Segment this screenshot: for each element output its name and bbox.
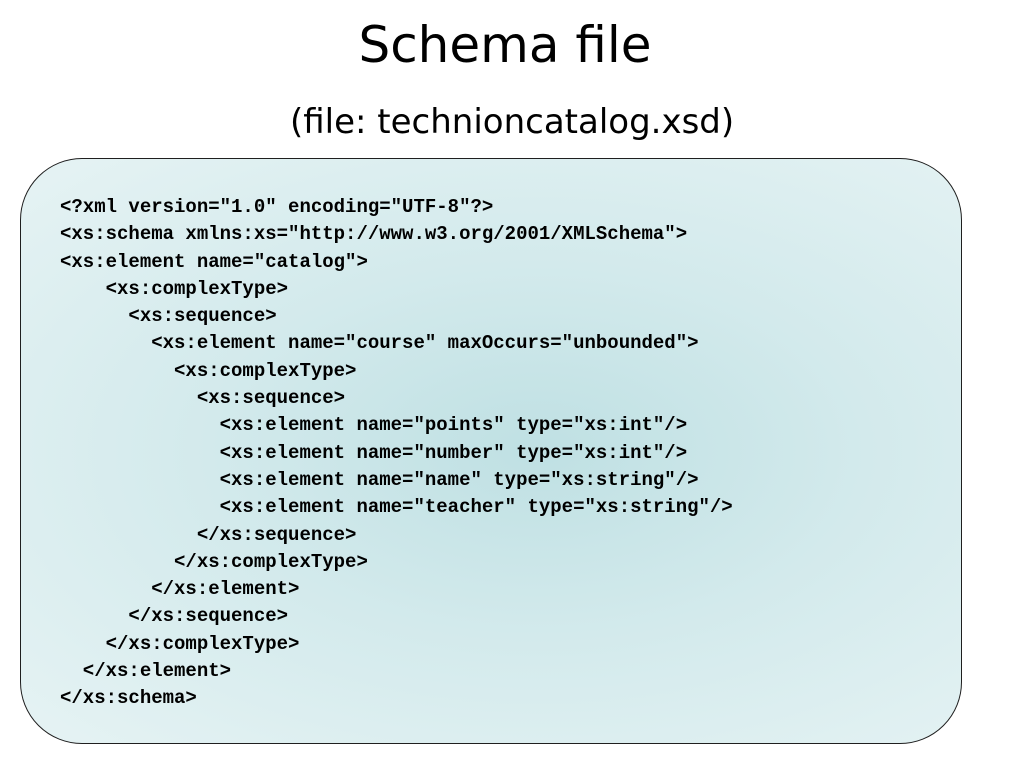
code-line: <xs:element name="course" maxOccurs="unb… (60, 332, 699, 355)
code-line: <xs:sequence> (60, 387, 346, 410)
code-line: </xs:sequence> (60, 523, 357, 546)
code-line: <xs:element name="teacher" type="xs:stri… (60, 496, 733, 519)
code-box (20, 158, 962, 744)
code-line: </xs:element> (60, 578, 300, 601)
code-line: </xs:sequence> (60, 605, 289, 628)
slide-subtitle: (file: technioncatalog.xsd) (290, 102, 735, 142)
code-line: <xs:schema xmlns:xs="http://www.w3.org/2… (60, 223, 688, 246)
code-line: <xs:element name="number" type="xs:int"/… (60, 441, 688, 464)
code-line: </xs:complexType> (60, 632, 300, 655)
code-line: </xs:element> (60, 660, 232, 683)
code-line: <xs:element name="name" type="xs:string"… (60, 468, 699, 491)
code-line: </xs:complexType> (60, 550, 368, 573)
code-line: </xs:schema> (60, 687, 197, 710)
code-line: <?xml version="1.0" encoding="UTF-8"?> (60, 196, 494, 218)
code-block: <?xml version="1.0" encoding="UTF-8"?> <x… (60, 194, 733, 713)
code-line: <xs:element name="points" type="xs:int"/… (60, 414, 688, 437)
code-line: <xs:element name="catalog"> (60, 250, 368, 273)
code-line: <xs:complexType> (60, 277, 289, 300)
code-line: <xs:sequence> (60, 305, 277, 328)
slide-title: Schema file (358, 16, 652, 74)
code-line: <xs:complexType> (60, 359, 357, 382)
